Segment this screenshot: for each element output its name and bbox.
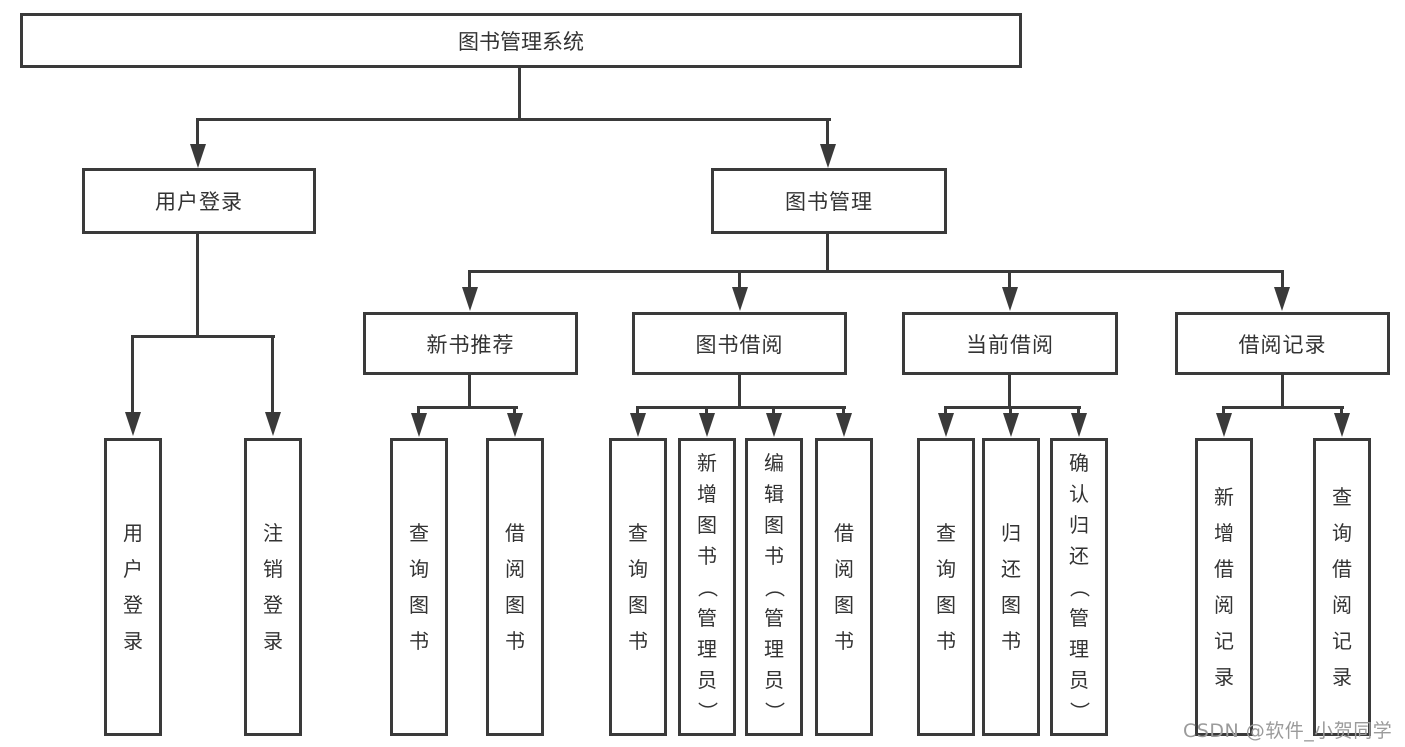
- arrow-down-icon: [190, 144, 206, 168]
- connector-line: [468, 270, 1284, 273]
- arrow-down-icon: [836, 413, 852, 437]
- connector-line: [738, 374, 741, 408]
- connector-line: [196, 118, 199, 146]
- connector-line: [1281, 374, 1284, 408]
- connector-line: [1077, 406, 1080, 416]
- arrow-down-icon: [1071, 413, 1087, 437]
- connector-line: [417, 406, 518, 409]
- node-book-management-label: 图书管理: [785, 190, 873, 214]
- leaf-confirm-return-admin: 确认归还（管理员）: [1050, 438, 1108, 736]
- arrow-down-icon: [462, 287, 478, 311]
- connector-line: [1008, 270, 1011, 290]
- node-user-login: 用户登录: [82, 168, 316, 234]
- node-user-login-label: 用户登录: [155, 190, 243, 214]
- connector-line: [513, 406, 516, 416]
- leaf-add-book-admin: 新增图书（管理员）: [678, 438, 736, 736]
- leaf-query-books-borrowing: 查询图书: [609, 438, 667, 736]
- connector-line: [826, 118, 829, 146]
- leaf-user-login: 用户登录: [104, 438, 162, 736]
- connector-line: [1222, 406, 1225, 416]
- leaf-query-borrow-record: 查询借阅记录: [1313, 438, 1371, 736]
- connector-line: [468, 374, 471, 408]
- arrow-down-icon: [1003, 413, 1019, 437]
- leaf-edit-book-admin: 编辑图书（管理员）: [745, 438, 803, 736]
- node-book-borrowing-label: 图书借阅: [695, 332, 784, 357]
- connector-line: [468, 270, 471, 290]
- connector-line: [1009, 406, 1012, 416]
- connector-line: [842, 406, 845, 416]
- arrow-down-icon: [1216, 413, 1232, 437]
- leaf-logout: 注销登录: [244, 438, 302, 736]
- node-book-management: 图书管理: [711, 168, 947, 234]
- node-current-borrowing: 当前借阅: [902, 312, 1118, 375]
- node-new-book-recommend-label: 新书推荐: [426, 332, 515, 357]
- leaf-return-book: 归还图书: [982, 438, 1040, 736]
- connector-line: [1222, 406, 1344, 409]
- arrow-down-icon: [630, 413, 646, 437]
- node-book-borrowing: 图书借阅: [632, 312, 847, 375]
- connector-line: [1281, 270, 1284, 290]
- node-new-book-recommend: 新书推荐: [363, 312, 578, 375]
- connector-line: [1340, 406, 1343, 416]
- node-borrow-records: 借阅记录: [1175, 312, 1390, 375]
- connector-line: [131, 335, 275, 338]
- connector-line: [271, 335, 274, 415]
- arrow-down-icon: [1274, 287, 1290, 311]
- connector-line: [944, 406, 947, 416]
- connector-line: [636, 406, 846, 409]
- arrow-down-icon: [411, 413, 427, 437]
- node-root-system: 图书管理系统: [20, 13, 1022, 68]
- arrow-down-icon: [766, 413, 782, 437]
- leaf-query-books-recommend: 查询图书: [390, 438, 448, 736]
- leaf-add-borrow-record: 新增借阅记录: [1195, 438, 1253, 736]
- arrow-down-icon: [507, 413, 523, 437]
- arrow-down-icon: [732, 287, 748, 311]
- arrow-down-icon: [265, 412, 281, 436]
- connector-line: [417, 406, 420, 416]
- arrow-down-icon: [1002, 287, 1018, 311]
- arrow-down-icon: [820, 144, 836, 168]
- leaf-query-books-current: 查询图书: [917, 438, 975, 736]
- arrow-down-icon: [125, 412, 141, 436]
- connector-line: [196, 233, 199, 337]
- connector-line: [705, 406, 708, 416]
- connector-line: [772, 406, 775, 416]
- connector-line: [196, 118, 831, 121]
- csdn-watermark: CSDN @软件_小贺同学: [1183, 720, 1393, 742]
- node-current-borrowing-label: 当前借阅: [966, 332, 1054, 357]
- node-root-label: 图书管理系统: [458, 29, 584, 54]
- connector-line: [738, 270, 741, 290]
- connector-line: [131, 335, 134, 415]
- arrow-down-icon: [699, 413, 715, 437]
- arrow-down-icon: [938, 413, 954, 437]
- leaf-borrow-books-borrowing: 借阅图书: [815, 438, 873, 736]
- connector-line: [518, 67, 521, 118]
- connector-line: [1008, 374, 1011, 408]
- connector-line: [636, 406, 639, 416]
- connector-line: [944, 406, 1081, 409]
- leaf-borrow-books-recommend: 借阅图书: [486, 438, 544, 736]
- node-borrow-records-label: 借阅记录: [1238, 332, 1327, 357]
- connector-line: [826, 233, 829, 272]
- arrow-down-icon: [1334, 413, 1350, 437]
